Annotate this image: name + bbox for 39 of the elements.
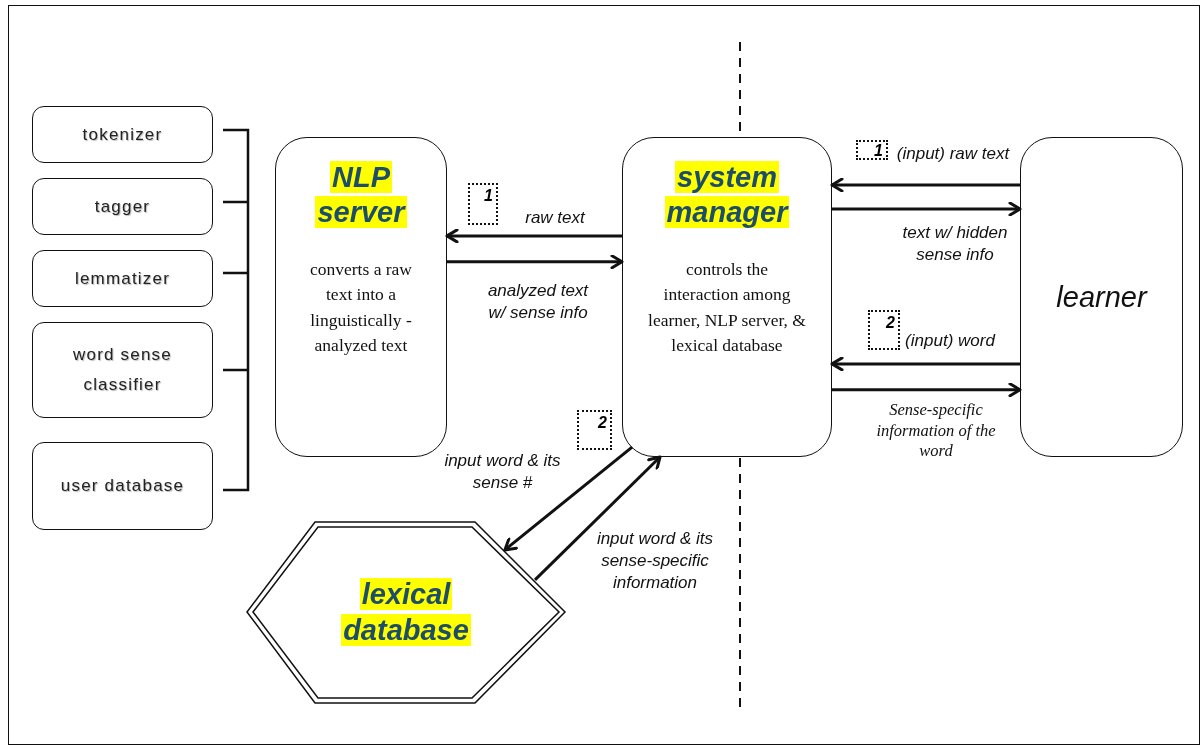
module-box: [32, 106, 213, 163]
arrow: [445, 228, 622, 244]
arrow: [830, 177, 1020, 193]
arrow: [830, 356, 1020, 372]
module-label: tagger: [94, 195, 151, 218]
component-box: [622, 137, 832, 457]
step-number: 1: [468, 183, 498, 225]
module-box: [32, 322, 213, 418]
node-description: converts a raw text into a linguistically -analyzed text: [308, 257, 413, 357]
edge-label: raw text: [524, 207, 587, 229]
step-number: 1: [856, 140, 888, 160]
module-box: [32, 250, 213, 307]
module-label: user database: [60, 475, 185, 498]
module-label: lemmatizer: [74, 267, 171, 290]
edge-label: analyzed text w/ sense info: [486, 280, 590, 325]
component-box: [275, 137, 447, 457]
node-description: controls the interaction among learner, NLP server, & lexical database: [647, 257, 807, 357]
arrow: [447, 254, 624, 270]
edge-label: input word & its sense-specific information: [595, 528, 715, 595]
module-label: word sense classifier: [72, 344, 173, 396]
edge-label: (input) word: [904, 330, 997, 352]
edge-label: input word & its sense #: [443, 450, 562, 495]
arrow: [832, 382, 1022, 398]
edge-label: (input) raw text: [895, 143, 1011, 165]
learner-box: [1020, 137, 1183, 457]
node-heading: NLP server: [315, 160, 407, 231]
module-box: [32, 178, 213, 235]
database-hexagon: [245, 520, 567, 705]
node-heading: system manager: [664, 160, 790, 231]
module-label: tokenizer: [82, 123, 163, 146]
step-number: 2: [868, 310, 900, 350]
arrow: [832, 201, 1022, 217]
edge-label: text w/ hidden sense info: [901, 222, 1009, 267]
arrow: [533, 455, 662, 581]
node-title: learner: [1056, 280, 1147, 314]
step-number: 2: [577, 410, 612, 450]
edge-label: Sense-specific information of the word: [875, 400, 997, 462]
module-box: [32, 442, 213, 530]
arrow: [503, 445, 634, 552]
